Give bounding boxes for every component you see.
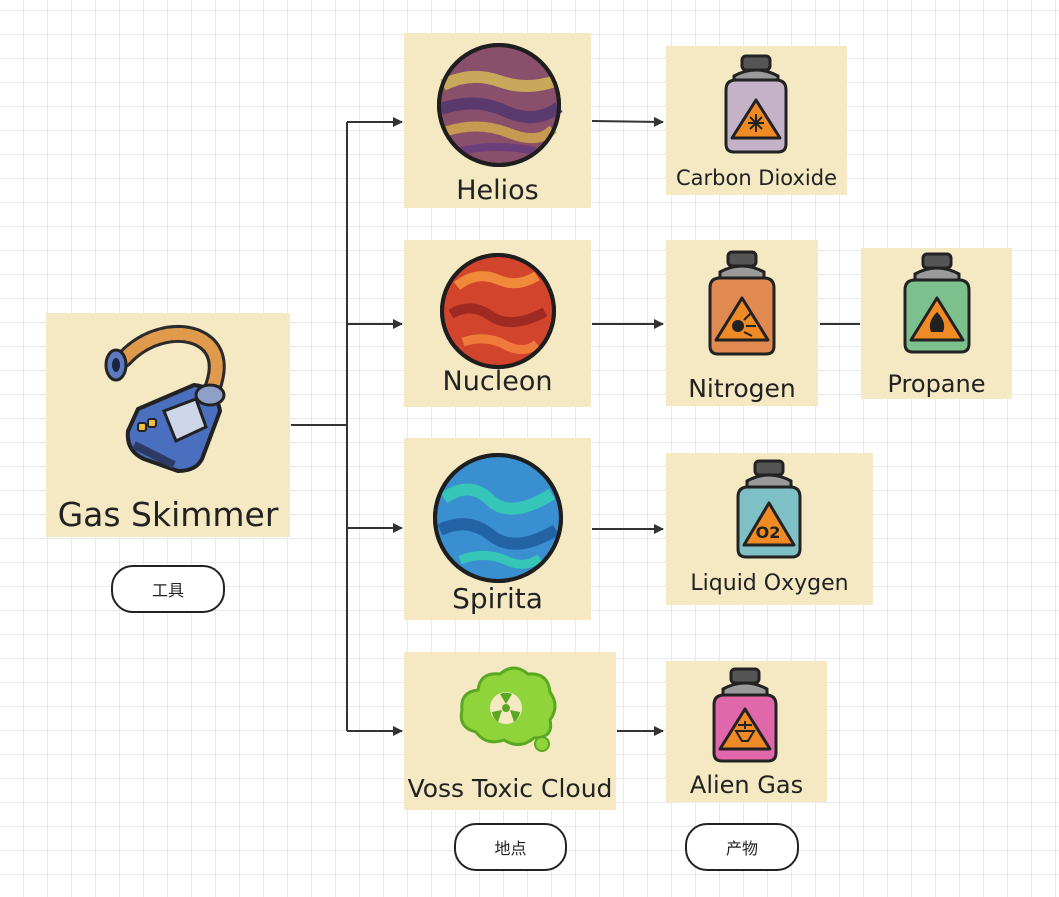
legend-product-pill: 产物	[685, 823, 799, 871]
product-card-alien-gas: Alien Gas	[666, 661, 827, 802]
arrow-to-carbon-dioxide	[591, 116, 664, 127]
location-label-spirita: Spirita	[452, 582, 543, 615]
flame-canister-icon	[903, 252, 971, 354]
nucleon-planet-icon	[440, 253, 556, 369]
location-card-helios: Helios	[404, 33, 591, 208]
product-card-liquid-oxygen: O2 Liquid Oxygen	[666, 453, 873, 605]
explosive-canister-icon	[708, 250, 776, 356]
o2-canister-icon: O2	[736, 459, 802, 559]
alien-canister-icon	[712, 667, 778, 763]
product-label-propane: Propane	[887, 370, 986, 398]
location-label-voss-toxic-cloud: Voss Toxic Cloud	[407, 774, 613, 803]
helios-planet-icon	[437, 43, 563, 167]
product-label-liquid-oxygen: Liquid Oxygen	[690, 571, 849, 596]
product-label-nitrogen: Nitrogen	[688, 374, 796, 403]
gas-skimmer-icon	[104, 325, 226, 473]
location-card-nucleon: Nucleon	[404, 240, 591, 407]
o2-symbol: O2	[756, 523, 781, 542]
location-label-helios: Helios	[456, 175, 539, 206]
legend-location-pill: 地点	[454, 823, 567, 871]
product-label-carbon-dioxide: Carbon Dioxide	[675, 166, 838, 190]
location-card-spirita: Spirita	[404, 438, 591, 620]
toxic-cloud-icon	[459, 666, 557, 752]
location-card-voss-toxic-cloud: Voss Toxic Cloud	[404, 652, 616, 810]
snowflake-canister-icon	[724, 54, 788, 154]
spirita-planet-icon	[433, 453, 563, 583]
tool-label: Gas Skimmer	[57, 495, 279, 534]
tool-card-gas-skimmer: Gas Skimmer	[46, 313, 290, 537]
legend-tool-pill: 工具	[111, 565, 225, 613]
product-card-nitrogen: Nitrogen	[666, 240, 818, 406]
location-label-nucleon: Nucleon	[442, 366, 553, 397]
product-card-propane: Propane	[861, 248, 1012, 399]
product-label-alien-gas: Alien Gas	[689, 771, 804, 799]
product-card-carbon-dioxide: Carbon Dioxide	[666, 46, 847, 195]
